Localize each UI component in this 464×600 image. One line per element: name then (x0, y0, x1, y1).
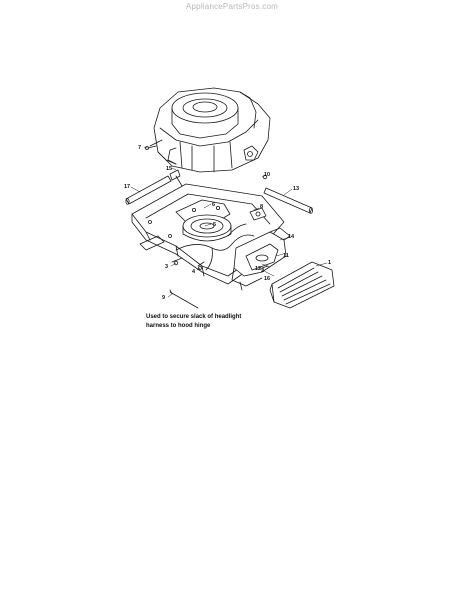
callout-11: 11 (283, 253, 289, 259)
callout-17: 17 (124, 184, 130, 190)
right-rod (263, 187, 313, 214)
left-rod (125, 175, 172, 205)
callout-labels: 1 2 3 4 5 6 7 8 9 10 11 12 13 14 15 16 1… (124, 145, 331, 301)
callout-6: 6 (212, 202, 215, 208)
callout-15: 15 (166, 166, 172, 172)
callout-7: 7 (138, 145, 141, 151)
harness-note-line1: Used to secure slack of headlight (146, 314, 242, 320)
callout-16: 16 (264, 276, 270, 282)
bolt-7 (145, 145, 157, 150)
callout-3: 3 (165, 264, 168, 270)
fastener-3 (171, 257, 183, 266)
callout-12: 12 (255, 266, 261, 272)
engine-mount-plate (182, 214, 232, 242)
cable-tie (169, 289, 199, 309)
connector-8 (249, 207, 267, 221)
harness-note: Used to secure slack of headlight harnes… (146, 313, 316, 331)
callout-5: 5 (213, 222, 216, 228)
watermark: AppliancePartsPros.com (186, 2, 278, 11)
callout-9: 9 (162, 295, 165, 301)
callout-10: 10 (264, 172, 270, 178)
callout-2: 2 (261, 268, 264, 274)
wire-harness (175, 223, 255, 271)
harness-note-line2: harness to hood hinge (146, 323, 211, 329)
leader-lines (130, 146, 328, 298)
callout-8: 8 (260, 204, 263, 210)
fastener-2 (261, 265, 269, 269)
callout-1: 1 (328, 260, 331, 266)
callout-4: 4 (192, 269, 196, 275)
engine (149, 87, 271, 173)
fitting (169, 169, 183, 187)
headlight-grille (269, 261, 335, 309)
callout-13: 13 (293, 186, 299, 192)
small-part-10 (262, 174, 268, 180)
fastener-4 (197, 261, 205, 270)
callout-14: 14 (288, 234, 295, 240)
